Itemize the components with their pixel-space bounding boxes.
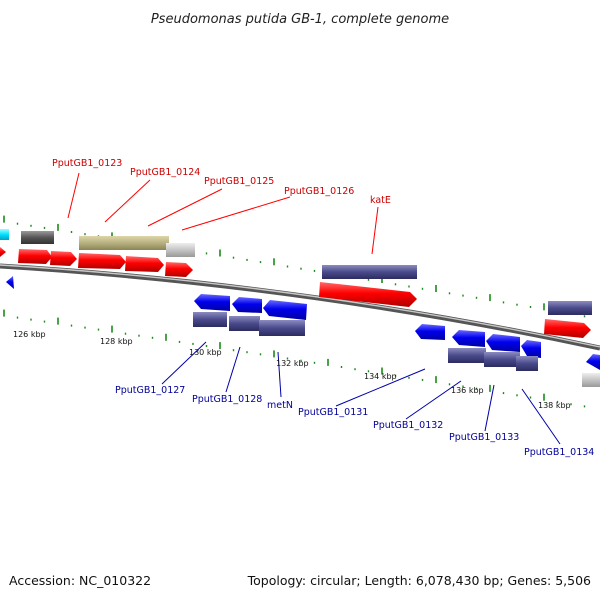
gene-label[interactable]: PputGB1_0132 (373, 420, 443, 431)
accession-label: Accession: NC_010322 (9, 573, 151, 588)
cds-arrow-fwd (0, 247, 6, 257)
cds-arrow-rev (486, 334, 520, 352)
gene-label[interactable]: PputGB1_0134 (524, 447, 594, 458)
gene-label[interactable]: metN (267, 400, 293, 411)
gene-bar-gray (21, 231, 54, 244)
genome-summary: Topology: circular; Length: 6,078,430 bp… (247, 573, 591, 588)
callout-rev (225, 346, 241, 393)
gene-label[interactable]: PputGB1_0126 (284, 186, 354, 197)
gene-bar-lightgray (166, 243, 195, 257)
kbp-label: 130 kbp (189, 348, 222, 357)
reverse-strand-features (6, 276, 600, 387)
kbp-scale-labels: 126 kbp 128 kbp 130 kbp 132 kbp 134 kbp … (13, 330, 571, 410)
cds-arrow-fwd (125, 256, 164, 272)
gene-label[interactable]: PputGB1_0124 (130, 167, 200, 178)
gene-bar-rev (229, 316, 260, 331)
callout-fwd (104, 179, 151, 223)
gene-bar-rev (484, 352, 520, 367)
gene-label[interactable]: PputGB1_0128 (192, 394, 262, 405)
gene-bar-kate (322, 265, 417, 279)
gene-label[interactable]: PputGB1_0133 (449, 432, 519, 443)
reverse-gene-labels: PputGB1_0127 PputGB1_0128 metN PputGB1_0… (115, 385, 594, 458)
gene-bar-rev (582, 373, 600, 387)
cds-arrow-rev (452, 330, 485, 347)
gene-bar-rev (448, 348, 486, 363)
cds-arrow-rev (521, 340, 541, 358)
gene-bar-cyan (0, 229, 9, 240)
callout-fwd (147, 188, 223, 227)
gene-bar-olive (79, 236, 169, 250)
kbp-label: 126 kbp (13, 330, 46, 339)
callout-rev (161, 341, 207, 385)
cds-arrow-fwd (18, 249, 52, 264)
genome-backbone (0, 263, 600, 351)
cds-arrow-fwd (165, 262, 193, 277)
cds-arrow-fwd (78, 253, 126, 269)
cds-arrow-fwd (50, 251, 77, 266)
cds-arrow-rev (194, 294, 230, 311)
gene-label[interactable]: PputGB1_0123 (52, 158, 122, 169)
gene-label[interactable]: PputGB1_0131 (298, 407, 368, 418)
cds-arrow-rev (586, 354, 600, 370)
gene-bar-rev (193, 312, 227, 327)
gene-label[interactable]: PputGB1_0125 (204, 176, 274, 187)
kbp-label: 128 kbp (100, 337, 133, 346)
callout-rev (277, 351, 282, 398)
cds-arrow-rev (6, 276, 14, 289)
forward-strand-features (0, 229, 592, 338)
callout-fwd (67, 172, 80, 219)
cds-arrow-rev (415, 324, 445, 340)
cds-arrow-fwd (544, 319, 591, 338)
kbp-label: 138 kbp (538, 401, 571, 410)
forward-gene-labels: PputGB1_0123 PputGB1_0124 PputGB1_0125 P… (52, 158, 391, 206)
kbp-label: 132 kbp (276, 359, 309, 368)
kbp-label: 136 kbp (451, 386, 484, 395)
map-title: Pseudomonas putida GB-1, complete genome (151, 12, 449, 27)
cds-arrow-rev (263, 300, 307, 320)
gene-bar-rev (259, 320, 305, 336)
gene-bar-right (548, 301, 592, 315)
gene-label[interactable]: katE (370, 195, 391, 206)
gene-label[interactable]: PputGB1_0127 (115, 385, 185, 396)
callout-rev (484, 384, 495, 432)
callout-fwd (371, 206, 379, 255)
callout-rev (335, 368, 426, 407)
cds-arrow-fwd (319, 282, 417, 307)
callout-rev (405, 380, 462, 420)
gene-bar-rev (516, 356, 538, 371)
cds-arrow-rev (232, 297, 262, 313)
kbp-label: 134 kbp (364, 372, 397, 381)
callout-fwd (181, 196, 291, 231)
label-callouts (67, 172, 561, 445)
callout-rev (521, 388, 561, 445)
